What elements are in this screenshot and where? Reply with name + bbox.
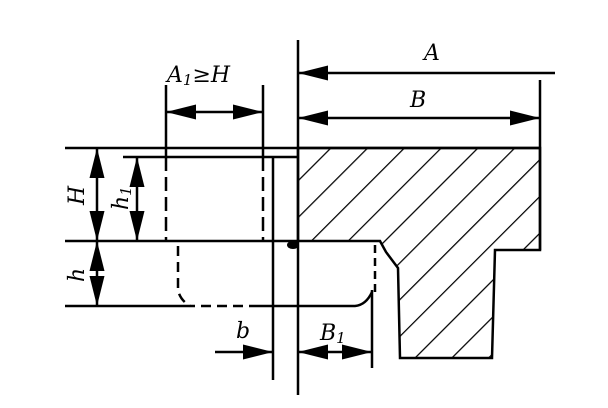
label-A: A [422,41,440,66]
corner-mark [287,241,299,249]
label-B1: B1 [319,321,346,347]
label-A1-ge-H: A1≥H [165,63,231,89]
label-b: b [236,319,250,344]
label-h1: h1 [109,186,135,210]
label-B: B [409,88,426,113]
label-H: H [65,185,90,206]
label-h: h [65,268,90,282]
